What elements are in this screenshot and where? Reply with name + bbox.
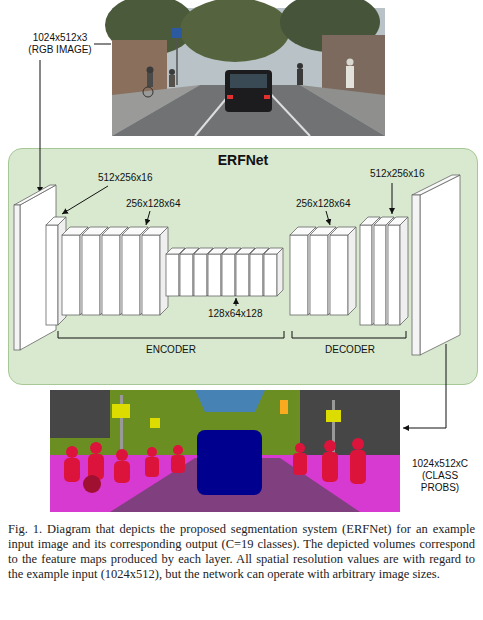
leader-arrow [392, 183, 393, 214]
seg-person [114, 461, 130, 483]
dimension-label: 512x256x16 [370, 168, 425, 180]
photo-person [147, 67, 154, 74]
seg-sign [326, 410, 341, 422]
section-label: DECODER [325, 344, 375, 356]
photo-person [147, 73, 153, 87]
seg-person [293, 453, 307, 475]
leader-arrow [146, 211, 150, 225]
seg-sign [150, 418, 160, 428]
input-photo [105, 0, 385, 136]
network-panel: ERFNet [8, 148, 478, 385]
leader-arrow [326, 211, 330, 225]
leader-line [40, 60, 41, 193]
car-window [230, 74, 267, 88]
decoder-bracket [292, 331, 406, 338]
leader-arrow [236, 298, 237, 306]
dimension-label: 1024x512x3 (RGB IMAGE) [20, 32, 100, 56]
seg-building [300, 390, 400, 455]
feature-map [142, 227, 168, 315]
dimension-label: 1024x512xC (CLASS PROBS) [402, 458, 478, 494]
dimension-label: 256x128x64 [126, 198, 181, 210]
encoder-volumes [46, 217, 283, 325]
seg-sky [195, 390, 265, 412]
seg-person [173, 445, 183, 455]
seg-person [90, 442, 102, 454]
seg-person [322, 452, 338, 482]
bicycle-wheel [143, 87, 153, 97]
photo-person [169, 75, 175, 87]
seg-building [50, 390, 110, 438]
seg-person [66, 446, 78, 458]
seg-person [145, 457, 159, 477]
leader-arrow [62, 186, 108, 214]
feature-map [264, 248, 283, 296]
feature-map [388, 217, 408, 325]
output-volume [412, 175, 460, 355]
seg-person [295, 443, 305, 453]
feature-map [330, 227, 356, 315]
photo-person [297, 69, 303, 85]
photo-building [112, 40, 167, 95]
photo-car [225, 70, 272, 112]
seg-person [324, 440, 336, 452]
dimension-label: 128x64x128 [208, 308, 263, 320]
seg-person [171, 455, 185, 473]
seg-person [350, 450, 366, 484]
seg-car [197, 430, 262, 495]
photo-person [346, 66, 354, 88]
seg-person [64, 458, 80, 482]
seg-bicycle [83, 475, 101, 493]
encoder-bracket [58, 331, 284, 338]
seg-person [352, 438, 364, 450]
photo-person [297, 63, 303, 69]
seg-vegetation [50, 390, 400, 512]
photo-person [169, 69, 175, 75]
decoder-volumes [290, 217, 408, 325]
sign-pole [176, 38, 178, 85]
photo-tree [180, 0, 290, 62]
seg-person [116, 449, 128, 461]
leader-line [94, 44, 111, 45]
dimension-label: 256x128x64 [296, 198, 351, 210]
panel-title: ERFNet [218, 152, 269, 169]
road-sign [172, 28, 182, 38]
seg-person [147, 447, 157, 457]
figure-caption: Fig. 1. Diagram that depicts the propose… [8, 522, 475, 582]
segmentation-output [50, 390, 400, 512]
seg-light [280, 400, 288, 414]
seg-sign [112, 404, 130, 418]
section-label: ENCODER [146, 344, 196, 356]
photo-building [322, 35, 385, 95]
dimension-label: 512x256x16 [98, 172, 153, 184]
photo-person [347, 59, 354, 66]
tail-light [227, 95, 233, 99]
leader-line [403, 344, 446, 428]
tail-light [264, 95, 270, 99]
